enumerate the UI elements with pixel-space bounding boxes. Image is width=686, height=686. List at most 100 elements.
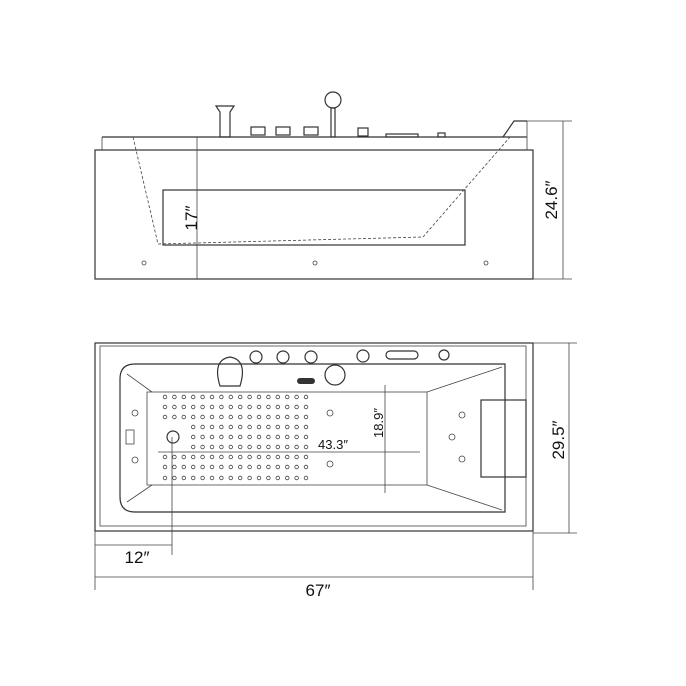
pillow-speaker <box>297 378 315 384</box>
jet-dot <box>256 454 262 460</box>
jet-dot <box>247 414 252 420</box>
jet-dot <box>285 414 290 420</box>
jet-dot <box>200 394 205 400</box>
side-body <box>94 149 534 280</box>
jet-dot <box>181 454 186 460</box>
jet-dot <box>256 434 262 440</box>
jet-dot <box>190 434 196 440</box>
jet-dot <box>172 414 177 420</box>
jet-dot <box>200 404 205 410</box>
control-panel <box>385 133 419 138</box>
jet-dot <box>219 434 224 440</box>
jet-dot <box>200 475 205 481</box>
jet-dot <box>200 424 205 430</box>
top-outer <box>94 342 534 532</box>
jet-dot <box>303 475 309 481</box>
jet-dot <box>200 454 205 460</box>
jet-dot <box>294 414 299 420</box>
dim-basin-length: 43.3″ <box>318 437 348 452</box>
jet-dot <box>162 394 168 400</box>
jet-dot <box>294 434 299 440</box>
jet-dot <box>256 414 262 420</box>
jet-dot <box>294 464 299 470</box>
jet-dot <box>209 464 215 470</box>
jet-dot <box>303 454 309 460</box>
pillow <box>480 399 527 478</box>
jet-dot <box>162 414 168 420</box>
jet-dot <box>181 414 186 420</box>
jet-dot <box>181 394 186 400</box>
jet-dot <box>285 464 290 470</box>
knob <box>357 127 369 137</box>
jet-dot <box>256 424 262 430</box>
jet-dot <box>209 424 215 430</box>
air-jets <box>162 394 309 481</box>
jet-dot <box>228 454 233 460</box>
shower-holder <box>324 364 346 386</box>
jet-dot <box>294 454 299 460</box>
jet-dot <box>162 464 168 470</box>
jet-dot <box>247 434 252 440</box>
jet-dot <box>228 414 233 420</box>
jet-dot <box>190 424 196 430</box>
jet-dot <box>209 454 215 460</box>
control-knobs <box>250 126 319 136</box>
jet-dot <box>209 434 215 440</box>
jet-dot <box>219 464 224 470</box>
jet-dot <box>237 464 243 470</box>
jet-dot <box>219 475 224 481</box>
jet-dot <box>303 434 309 440</box>
jet-dot <box>275 475 280 481</box>
jet-dot <box>256 404 262 410</box>
jet-dot <box>285 424 290 430</box>
jet-dot <box>247 404 252 410</box>
basin-floor <box>146 391 428 486</box>
faucet-icon-top <box>217 356 243 387</box>
jet-dot <box>209 475 215 481</box>
jet-dot <box>294 404 299 410</box>
jet-dot <box>172 475 177 481</box>
jet-dot <box>200 464 205 470</box>
jet-dot <box>285 394 290 400</box>
jet-dot <box>294 394 299 400</box>
jet-dot <box>247 394 252 400</box>
jet-dot <box>275 434 280 440</box>
jet-dot <box>285 454 290 460</box>
jet-dot <box>266 414 271 420</box>
jet-dot <box>228 464 233 470</box>
jet-dot <box>228 444 233 450</box>
jet-dot <box>237 414 243 420</box>
basin-hidden-line <box>132 136 511 245</box>
jet-dot <box>247 464 252 470</box>
jet-dot <box>209 404 215 410</box>
dim-overall-width: 29.5″ <box>549 420 568 459</box>
shower-head-icon <box>324 91 342 109</box>
jet-dot <box>266 454 271 460</box>
dim-drain-offset: 12″ <box>125 548 150 567</box>
jet-dot <box>275 414 280 420</box>
jet-dot <box>209 414 215 420</box>
dim-side-depth: 17″ <box>182 206 201 231</box>
jet-dot <box>303 424 309 430</box>
side-panel <box>162 189 466 246</box>
jet-dot <box>303 394 309 400</box>
jet-dot <box>228 475 233 481</box>
jet-dot <box>285 475 290 481</box>
jet-dot <box>266 475 271 481</box>
top-view: 18.9″ 43.3″ 29.5″ 12″ 67″ <box>94 342 577 600</box>
jet-dot <box>228 404 233 410</box>
jet-dot <box>303 404 309 410</box>
jet-dot <box>172 404 177 410</box>
dim-basin-width: 18.9″ <box>371 408 386 438</box>
basin-rim <box>119 363 506 513</box>
jet-dot <box>256 444 262 450</box>
jet-dot <box>237 394 243 400</box>
jet-dot <box>266 424 271 430</box>
jet-dot <box>275 394 280 400</box>
jet-dot <box>162 404 168 410</box>
jet-dot <box>256 394 262 400</box>
jet-dot <box>190 404 196 410</box>
control-panel-top <box>385 350 419 360</box>
